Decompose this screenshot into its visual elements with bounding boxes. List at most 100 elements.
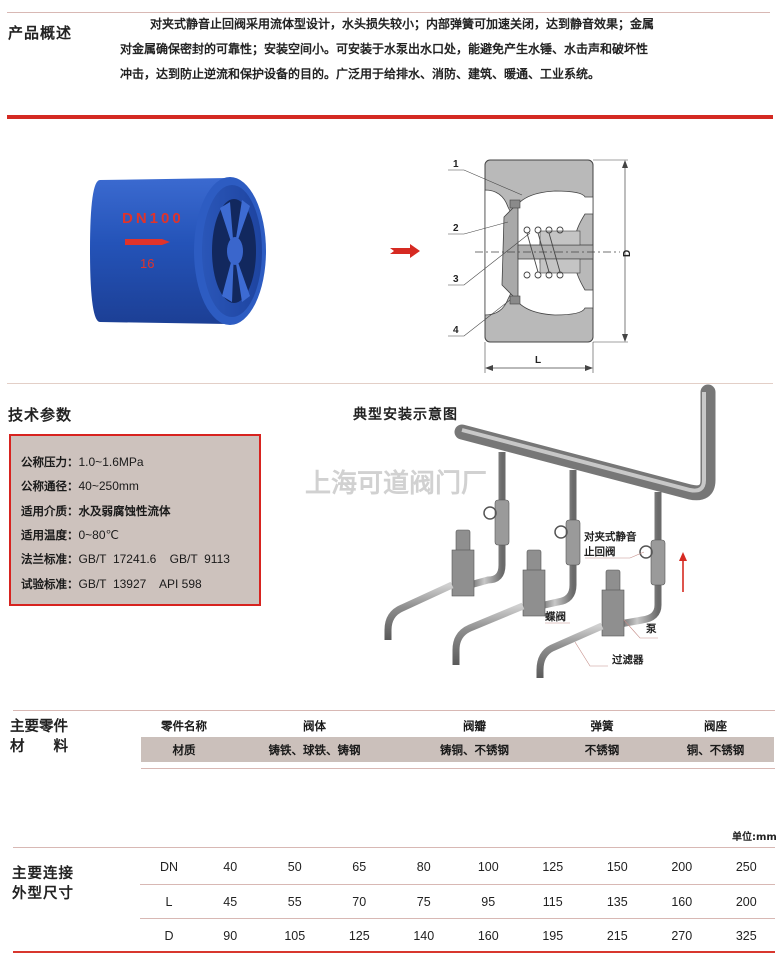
param-value: 1.0~1.6MPa <box>78 455 144 470</box>
tech-params-box: 公称压力：1.0~1.6MPa 公称通径：40~250mm 适用介质：水及弱腐蚀… <box>9 434 261 606</box>
dims-cell: 325 <box>735 929 757 943</box>
intro-line-2: 对金属确保密封的可靠性；安装空间小。可安装于水泵出水口处，能避免产生水锤、水击声… <box>120 42 649 56</box>
param-label: 试验标准： <box>21 576 79 591</box>
param-value: GB/T 13927 API 598 <box>78 576 202 591</box>
dims-cell: 70 <box>352 895 367 909</box>
intro-line-1: 对夹式静音止回阀采用流体型设计，水头损失较小；内部弹簧可加速关闭，达到静音效果；… <box>150 17 655 31</box>
dims-cell: 160 <box>671 895 693 909</box>
dims-cell: 80 <box>416 860 431 874</box>
param-row: 适用介质：水及弱腐蚀性流体 <box>21 499 249 523</box>
param-row: 适用温度：0~80℃ <box>21 523 249 547</box>
dim-l-label: L <box>535 355 541 366</box>
top-divider <box>7 12 770 13</box>
flow-direction-arrow-icon <box>390 244 420 258</box>
param-label: 法兰标准： <box>21 552 79 567</box>
dims-row-name: L <box>165 895 173 909</box>
dims-title-2: 外型尺寸 <box>12 886 74 902</box>
dims-cell: 200 <box>735 895 757 909</box>
header-spring: 弹簧 <box>590 719 614 733</box>
dims-row-rule <box>140 918 775 919</box>
dims-cell: 45 <box>223 895 238 909</box>
param-label: 适用温度： <box>21 528 79 543</box>
section-drawing: D L 1 2 3 4 <box>380 145 640 375</box>
install-diagram-title: 典型安装示意图 <box>353 407 458 423</box>
header-disc: 阀瓣 <box>463 719 486 733</box>
flow-arrow-icon <box>125 239 170 245</box>
label-check-valve-2: 止回阀 <box>584 545 616 558</box>
dims-row-dn: DN 40 50 65 80 100 125 150 200 250 <box>140 850 780 884</box>
dims-cell: 270 <box>671 929 693 943</box>
header-part-name: 零件名称 <box>161 719 207 733</box>
unit-label: 单位:mm <box>732 832 777 843</box>
param-row: 公称通径：40~250mm <box>21 474 249 498</box>
dims-cell: 215 <box>606 929 628 943</box>
dims-cell: 200 <box>671 860 693 874</box>
cell-material-label: 材质 <box>172 742 196 757</box>
cell-spring-material: 不锈钢 <box>584 742 620 757</box>
dims-row-name: D <box>164 929 174 943</box>
dims-cell: 55 <box>287 895 302 909</box>
param-label: 适用介质： <box>21 503 79 518</box>
dims-cell: 160 <box>477 929 499 943</box>
label-butterfly-valve: 蝶阀 <box>545 610 566 623</box>
dims-row-d: D 90 105 125 140 160 195 215 270 325 <box>140 919 780 953</box>
materials-header-row: 零件名称 阀体 阀瓣 弹簧 阀座 <box>141 716 774 736</box>
dims-row-name: DN <box>159 860 179 874</box>
dims-cell: 195 <box>542 929 564 943</box>
param-value: 水及弱腐蚀性流体 <box>78 503 171 518</box>
param-row: 法兰标准：GB/T 17241.6 GB/T 9113 <box>21 547 249 571</box>
dims-cell: 100 <box>477 860 499 874</box>
dims-top-rule <box>13 847 775 848</box>
param-value: GB/T 17241.6 GB/T 9113 <box>78 552 230 567</box>
cell-disc-material: 铸铜、不锈钢 <box>440 742 509 757</box>
param-row: 公称压力：1.0~1.6MPa <box>21 450 249 474</box>
intro-line-3: 冲击，达到防止逆流和保护设备的目的。广泛用于给排水、消防、建筑、暖通、工业系统。 <box>120 67 601 81</box>
dims-title-1: 主要连接 <box>12 866 74 882</box>
callout-2: 2 <box>453 223 459 234</box>
dims-cell: 135 <box>606 895 628 909</box>
dim-d-label: D <box>622 250 633 257</box>
header-seat: 阀座 <box>704 719 727 733</box>
callout-1: 1 <box>453 159 459 170</box>
dims-cell: 50 <box>287 860 302 874</box>
param-value: 40~250mm <box>78 479 139 494</box>
dims-cell: 105 <box>284 929 306 943</box>
dims-cell: 90 <box>223 929 238 943</box>
dims-cell: 75 <box>416 895 431 909</box>
dims-cell: 150 <box>606 860 628 874</box>
param-value: 0~80℃ <box>78 528 120 543</box>
dims-cell: 65 <box>352 860 367 874</box>
materials-bottom-rule <box>141 768 775 769</box>
dims-cell: 95 <box>481 895 496 909</box>
watermark: 上海可道阀门厂 <box>305 468 487 499</box>
dims-row-l: L 45 55 70 75 95 115 135 160 200 <box>140 885 780 919</box>
intro-title: 产品概述 <box>8 24 73 42</box>
materials-title-1: 主要零件 <box>10 719 68 735</box>
dims-cell: 125 <box>348 929 370 943</box>
dims-row-rule <box>140 884 775 885</box>
install-diagram: 上海可道阀门厂 对夹式静音 止回阀 蝶阀 泵 过滤器 <box>290 380 780 680</box>
cell-seat-material: 铜、不锈钢 <box>686 742 745 757</box>
product-photo: DN100 16 <box>80 150 280 350</box>
param-row: 试验标准：GB/T 13927 API 598 <box>21 571 249 595</box>
label-check-valve-1: 对夹式静音 <box>584 530 637 543</box>
check-valve-illustration: DN100 16 <box>90 177 266 325</box>
header-body: 阀体 <box>303 719 326 733</box>
label-strainer: 过滤器 <box>612 653 644 666</box>
intro-red-divider <box>7 115 773 119</box>
callout-3: 3 <box>453 274 459 285</box>
intro-paragraph: 对夹式静音止回阀采用流体型设计，水头损失较小；内部弹簧可加速关闭，达到静音效果；… <box>120 12 680 87</box>
dims-cell: 250 <box>735 860 757 874</box>
materials-value-row: 材质 铸铁、球铁、铸钢 铸铜、不锈钢 不锈钢 铜、不锈钢 <box>141 737 774 762</box>
dims-cell: 140 <box>413 929 435 943</box>
param-label: 公称通径： <box>21 479 79 494</box>
mid-divider <box>7 383 773 384</box>
dims-cell: 40 <box>223 860 238 874</box>
callout-4: 4 <box>453 325 459 336</box>
cell-body-material: 铸铁、球铁、铸钢 <box>268 742 361 757</box>
param-label: 公称压力： <box>21 455 79 470</box>
marking-pressure: 16 <box>140 256 154 271</box>
dims-cell: 125 <box>542 860 564 874</box>
dims-bottom-red-rule <box>13 951 775 953</box>
dims-cell: 115 <box>542 895 563 909</box>
